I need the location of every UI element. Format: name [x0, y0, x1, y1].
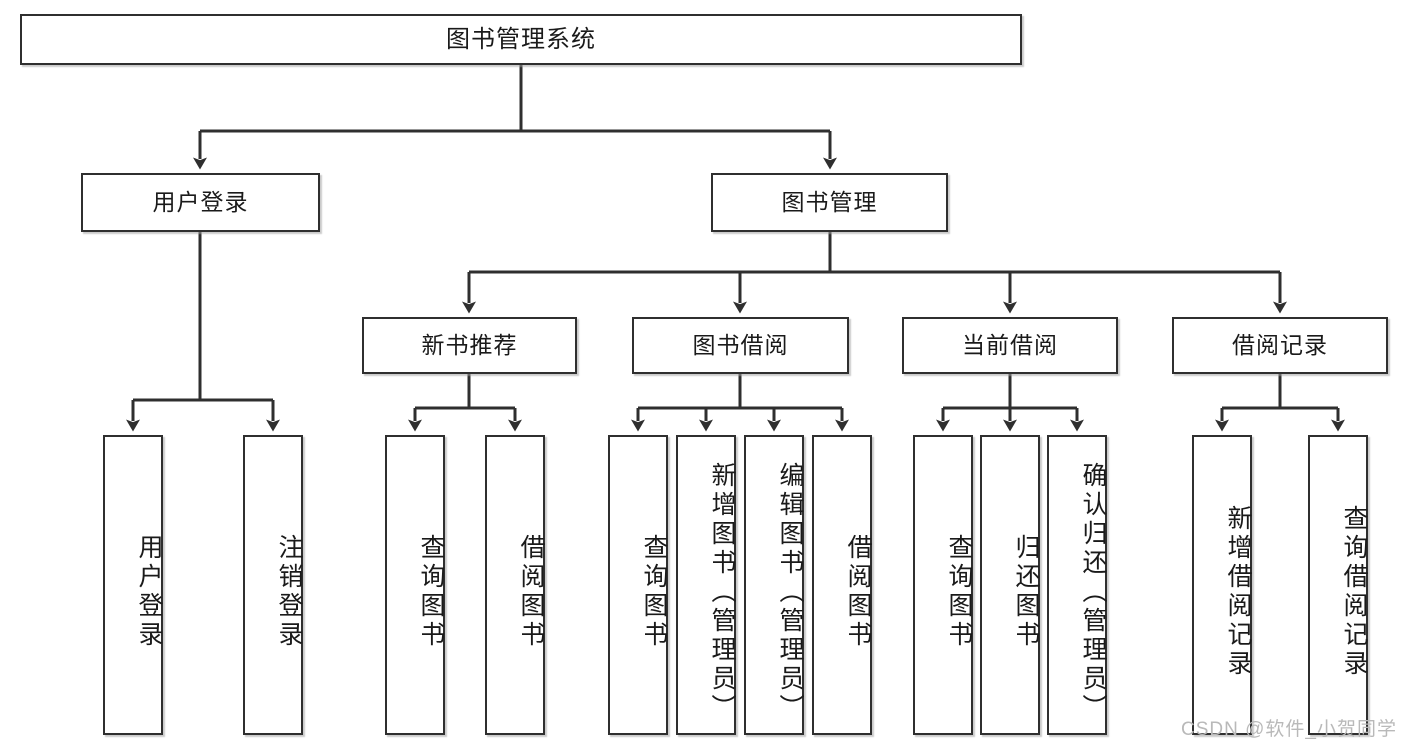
node-borrow-records[interactable]: 借阅记录 — [1172, 317, 1388, 374]
node-user-login[interactable]: 用户登录 — [81, 173, 320, 232]
leaf-borrow-books-newbook[interactable]: 借阅图书 — [485, 435, 545, 735]
leaf-query-books-newbook-label: 查询图书 — [417, 534, 445, 650]
leaf-query-books-newbook[interactable]: 查询图书 — [385, 435, 445, 735]
leaf-query-borrow-record-label: 查询借阅记录 — [1340, 505, 1368, 679]
leaf-add-borrow-record-label: 新增借阅记录 — [1224, 505, 1252, 679]
leaf-query-books-current-label: 查询图书 — [945, 534, 973, 650]
leaf-edit-book-admin-label: 编辑图书（管理员） — [776, 461, 804, 723]
leaf-add-book-admin[interactable]: 新增图书（管理员） — [676, 435, 736, 735]
leaf-logout-label: 注销登录 — [275, 534, 303, 650]
node-book-management-label: 图书管理 — [781, 189, 878, 216]
leaf-logout[interactable]: 注销登录 — [243, 435, 303, 735]
node-borrow-records-label: 借阅记录 — [1232, 332, 1328, 359]
leaf-query-books-borrow-label: 查询图书 — [640, 534, 668, 650]
leaf-borrow-books-borrow[interactable]: 借阅图书 — [812, 435, 872, 735]
leaf-return-books-label: 归还图书 — [1012, 534, 1040, 650]
leaf-confirm-return-admin[interactable]: 确认归还（管理员） — [1047, 435, 1107, 735]
leaf-borrow-books-newbook-label: 借阅图书 — [517, 534, 545, 650]
watermark-text: CSDN @软件_小贺同学 — [1181, 719, 1397, 740]
node-new-book-recommend[interactable]: 新书推荐 — [362, 317, 577, 374]
leaf-borrow-books-borrow-label: 借阅图书 — [844, 534, 872, 650]
leaf-add-borrow-record[interactable]: 新增借阅记录 — [1192, 435, 1252, 735]
leaf-user-login[interactable]: 用户登录 — [103, 435, 163, 735]
leaf-query-books-borrow[interactable]: 查询图书 — [608, 435, 668, 735]
leaf-add-book-admin-label: 新增图书（管理员） — [708, 461, 736, 723]
leaf-query-borrow-record[interactable]: 查询借阅记录 — [1308, 435, 1368, 735]
leaf-confirm-return-admin-label: 确认归还（管理员） — [1079, 461, 1107, 723]
node-root-label: 图书管理系统 — [446, 25, 596, 53]
node-new-book-recommend-label: 新书推荐 — [421, 332, 518, 359]
leaf-user-login-label: 用户登录 — [135, 534, 163, 650]
node-book-management[interactable]: 图书管理 — [711, 173, 948, 232]
leaf-query-books-current[interactable]: 查询图书 — [913, 435, 973, 735]
node-user-login-label: 用户登录 — [152, 189, 249, 216]
leaf-return-books[interactable]: 归还图书 — [980, 435, 1040, 735]
node-book-borrow-label: 图书借阅 — [692, 332, 789, 359]
node-root[interactable]: 图书管理系统 — [20, 14, 1022, 65]
node-current-borrow[interactable]: 当前借阅 — [902, 317, 1118, 374]
node-current-borrow-label: 当前借阅 — [962, 332, 1058, 359]
leaf-edit-book-admin[interactable]: 编辑图书（管理员） — [744, 435, 804, 735]
node-book-borrow[interactable]: 图书借阅 — [632, 317, 849, 374]
